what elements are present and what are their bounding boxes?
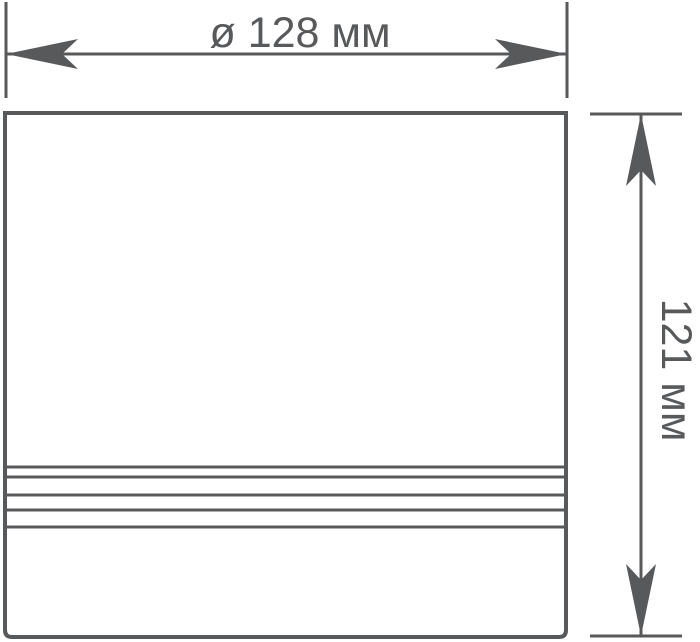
fixture-body-outline [3,111,568,639]
height-arrow-top [626,114,656,186]
width-arrow-left [6,39,78,69]
height-arrow-bottom [626,564,656,636]
width-arrow-right [495,39,567,69]
diameter-label: ø 128 мм [209,9,390,57]
height-label: 121 мм [652,299,700,442]
